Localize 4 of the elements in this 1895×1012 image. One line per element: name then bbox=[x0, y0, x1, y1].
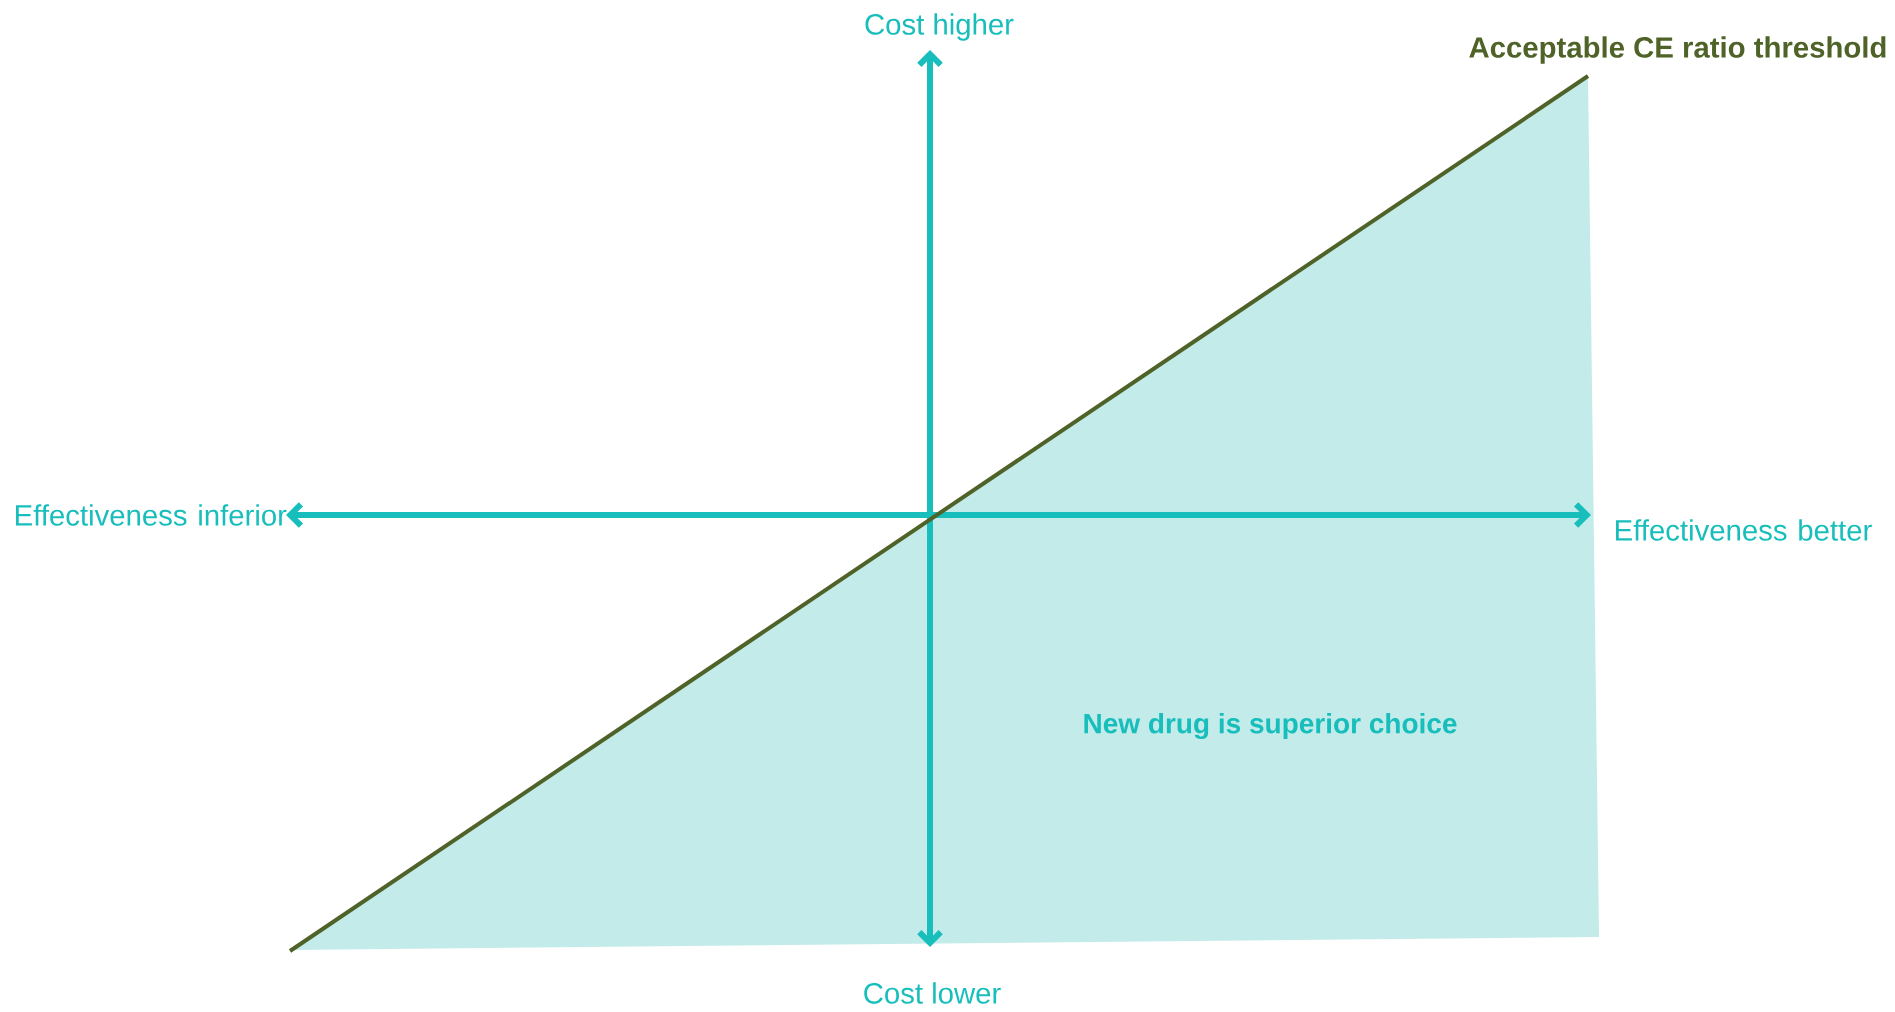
axis-label: Cost lower bbox=[864, 982, 1001, 1004]
axis-label: Acceptable CE ratio threshold bbox=[1469, 36, 1886, 64]
axis-label: Cost higher bbox=[865, 13, 1014, 41]
shaded-region: New drug is superior choice bbox=[290, 76, 1599, 950]
